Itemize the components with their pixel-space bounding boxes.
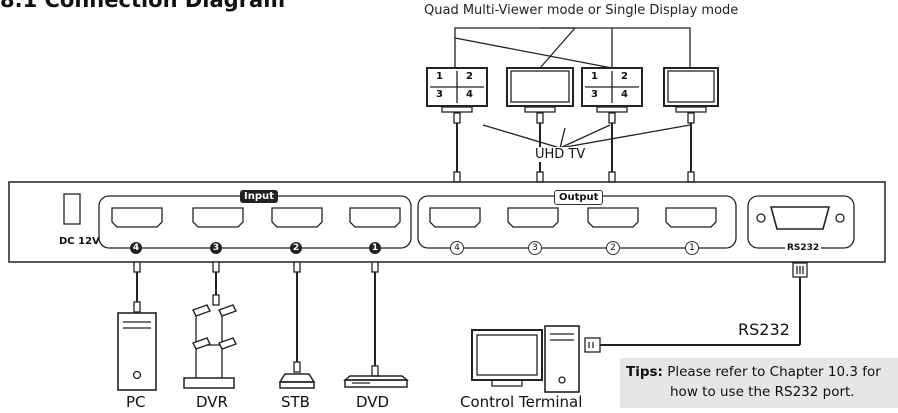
output-number: 3 <box>528 241 542 255</box>
monitor-single-2 <box>663 67 719 113</box>
source-label-dvd: DVD <box>356 393 390 411</box>
quad-cell: 2 <box>466 71 473 82</box>
quad-cell: 3 <box>591 89 598 100</box>
tips-line-2: how to use the RS232 port. <box>670 384 855 400</box>
output-number: 1 <box>685 241 699 255</box>
control-terminal-device <box>471 325 580 393</box>
input-group-label: Input <box>240 190 278 203</box>
source-label-dvr: DVR <box>196 393 228 411</box>
stb-device <box>278 373 316 389</box>
uhd-tv-label: UHD TV <box>532 147 589 162</box>
control-terminal-label: Control Terminal <box>460 393 583 411</box>
tips-prefix: Tips: <box>626 364 663 380</box>
dvr-device <box>183 304 237 389</box>
quad-cell: 1 <box>436 71 443 82</box>
pc-device <box>117 312 157 391</box>
quad-cell: 4 <box>621 89 628 100</box>
tips-line-1: Please refer to Chapter 10.3 for <box>667 364 881 380</box>
dvd-device <box>343 375 409 388</box>
output-group-label: Output <box>554 190 604 205</box>
source-label-pc: PC <box>126 393 146 411</box>
quad-cell: 4 <box>466 89 473 100</box>
dc-power-label: DC 12V <box>59 236 100 247</box>
quad-cell: 1 <box>591 71 598 82</box>
rs232-port-label: RS232 <box>785 243 822 253</box>
quad-cell: 2 <box>621 71 628 82</box>
quad-cell: 3 <box>436 89 443 100</box>
input-number: 4 <box>130 242 142 254</box>
input-number: 3 <box>210 242 222 254</box>
mode-caption: Quad Multi-Viewer mode or Single Display… <box>424 3 739 18</box>
tips-box: Tips: Please refer to Chapter 10.3 for h… <box>620 358 898 408</box>
input-number: 2 <box>290 242 302 254</box>
output-number: 4 <box>450 241 464 255</box>
monitor-quad-2 <box>581 67 643 113</box>
source-label-stb: STB <box>281 393 310 411</box>
monitor-single-1 <box>506 67 574 113</box>
rs232-cable-label: RS232 <box>738 320 790 339</box>
monitor-quad-1 <box>426 67 488 113</box>
diagram-title: 8.1 Connection Diagram <box>0 0 286 12</box>
output-number: 2 <box>606 241 620 255</box>
matrix-device <box>8 181 886 263</box>
input-number: 1 <box>369 242 381 254</box>
